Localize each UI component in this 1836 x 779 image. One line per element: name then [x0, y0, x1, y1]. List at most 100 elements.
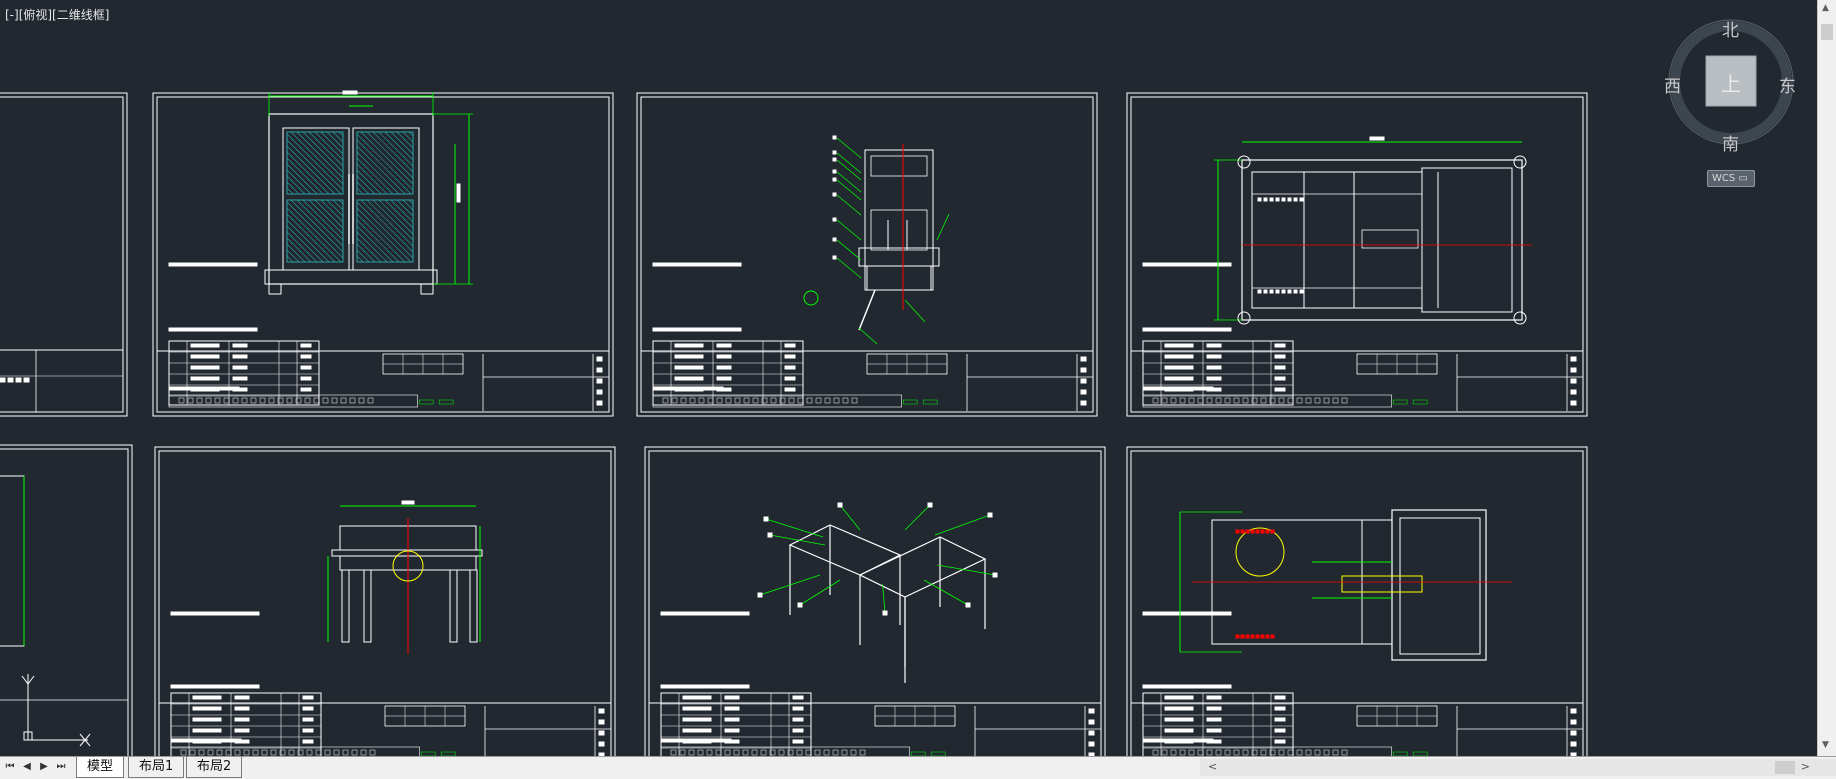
signature-cell [1242, 397, 1249, 404]
signature-cell [297, 749, 304, 756]
signature-cell [832, 749, 839, 756]
drawing-viewport[interactable]: [-][俯视][二维线框] 北 西 东 南 上 WCS ▭ [0, 0, 1818, 756]
scroll-down-icon[interactable]: ▼ [1822, 740, 1829, 750]
signature-cell [698, 397, 705, 404]
scroll-left-icon[interactable]: < [1208, 760, 1218, 773]
leader-line [836, 179, 862, 201]
title-mark [440, 751, 456, 756]
sheet-r1-1 [152, 92, 614, 417]
horizontal-scroll-thumb[interactable] [1775, 761, 1795, 774]
title-bullet [1080, 400, 1087, 406]
scroll-right-icon[interactable]: > [1800, 760, 1810, 773]
parts-text [302, 739, 314, 744]
title-bullet [1088, 730, 1095, 736]
leader-line [836, 137, 862, 159]
hatch-line [390, 199, 414, 223]
parts-list [1142, 692, 1294, 756]
sheet-partial-2 [0, 444, 133, 756]
hatch-line [302, 199, 344, 241]
signature-cell [815, 397, 822, 404]
parts-text [234, 717, 250, 722]
signature-cell [842, 397, 849, 404]
hatch-line [396, 131, 414, 149]
compass-east[interactable]: 东 [1779, 77, 1796, 97]
hatch-line [326, 199, 344, 217]
bolt-mark [1240, 634, 1245, 639]
hatch-line [286, 151, 330, 195]
signature-cell [1152, 397, 1159, 404]
cabinet-outline [268, 113, 434, 285]
bolt-mark [1293, 289, 1298, 294]
hatch-line [314, 199, 344, 229]
prev-page-icon[interactable]: ◀ [23, 761, 31, 772]
leader-line [934, 514, 991, 536]
signature-cell [716, 397, 723, 404]
hatch-line [290, 131, 344, 185]
hatch-line [390, 131, 414, 155]
wcs-button[interactable]: WCS ▭ [1707, 170, 1755, 187]
elev-leg [449, 569, 458, 643]
signature-strip [170, 746, 420, 756]
viewcube-top-face[interactable]: 上 [1721, 72, 1741, 96]
viewport-controls-label[interactable]: [-][俯视][二维线框] [5, 8, 110, 22]
frame-side [864, 149, 934, 291]
parts-text [1274, 739, 1286, 744]
scroll-up-icon[interactable]: ▲ [1822, 3, 1829, 13]
title-mark [902, 399, 918, 405]
signature-cell [315, 749, 322, 756]
signature-cell [707, 397, 714, 404]
compass-north[interactable]: 北 [1722, 21, 1739, 41]
compass-west[interactable]: 西 [1664, 77, 1681, 97]
hatch-line [314, 131, 344, 161]
hatch-line [286, 207, 342, 263]
signature-cell [360, 749, 367, 756]
bolt-mark [1265, 529, 1270, 534]
tab-layout1[interactable]: 布局1 [128, 757, 185, 778]
signature-cell [733, 749, 740, 756]
leader-line [765, 518, 824, 538]
signature-cell [1341, 397, 1348, 404]
plan2-right [1391, 509, 1487, 661]
hatch-line [286, 255, 294, 263]
tab-model[interactable]: 模型 [76, 757, 125, 778]
next-page-icon[interactable]: ▶ [40, 761, 48, 772]
title-bullet [1570, 752, 1577, 756]
signature-cell [225, 749, 232, 756]
compass-south[interactable]: 南 [1722, 135, 1739, 155]
sheet-partial-2-inner [0, 448, 129, 756]
last-page-icon[interactable]: ⏭ [56, 761, 66, 772]
hatch-line [356, 237, 382, 263]
wheel-mark [1237, 155, 1251, 169]
signature-cell [1260, 397, 1267, 404]
signature-strip [168, 394, 418, 408]
title-mark [1392, 751, 1408, 756]
title-bullet [596, 378, 603, 384]
sheet-label [652, 262, 742, 267]
signature-strip [652, 394, 902, 408]
parts-text [792, 739, 804, 744]
signature-cell [306, 749, 313, 756]
tab-layout2[interactable]: 布局2 [186, 757, 243, 778]
sheet-title-text [652, 327, 742, 332]
signature-cell [742, 749, 749, 756]
horizontal-scrollbar[interactable]: < > [1200, 759, 1836, 776]
parts-text [1164, 343, 1194, 348]
parts-text [190, 343, 220, 348]
hatch-line [286, 231, 318, 263]
leader-label [832, 150, 837, 155]
signature-cell [198, 749, 205, 756]
first-page-icon[interactable]: ⏮ [5, 761, 15, 772]
parts-text [300, 387, 312, 392]
signature-cell [751, 749, 758, 756]
drawing-canvas[interactable] [0, 0, 1818, 756]
vertical-scrollbar[interactable]: ▲ ▼ [1817, 0, 1836, 756]
bolt-mark [1257, 289, 1262, 294]
leader-label [832, 237, 837, 242]
hatch-line [296, 131, 344, 179]
parts-text [784, 354, 796, 359]
sheet-partial-1 [0, 92, 128, 417]
signature-cell [859, 749, 866, 756]
title-bullet [7, 377, 14, 383]
vertical-scroll-thumb[interactable] [1821, 24, 1833, 40]
signature-cell [270, 749, 277, 756]
